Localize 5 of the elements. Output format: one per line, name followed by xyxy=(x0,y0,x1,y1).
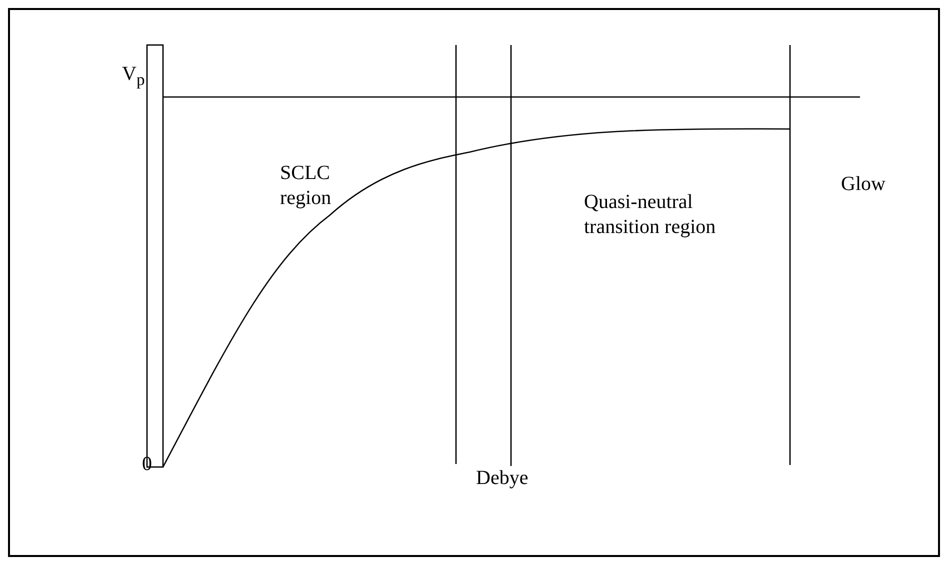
region-label: Glow xyxy=(841,172,886,197)
region-label: SCLC region xyxy=(280,161,332,211)
region-label: Quasi-neutral transition region xyxy=(584,190,717,240)
axis-label: V$_{p}$ xyxy=(122,62,145,91)
region-label: Debye xyxy=(476,466,528,491)
